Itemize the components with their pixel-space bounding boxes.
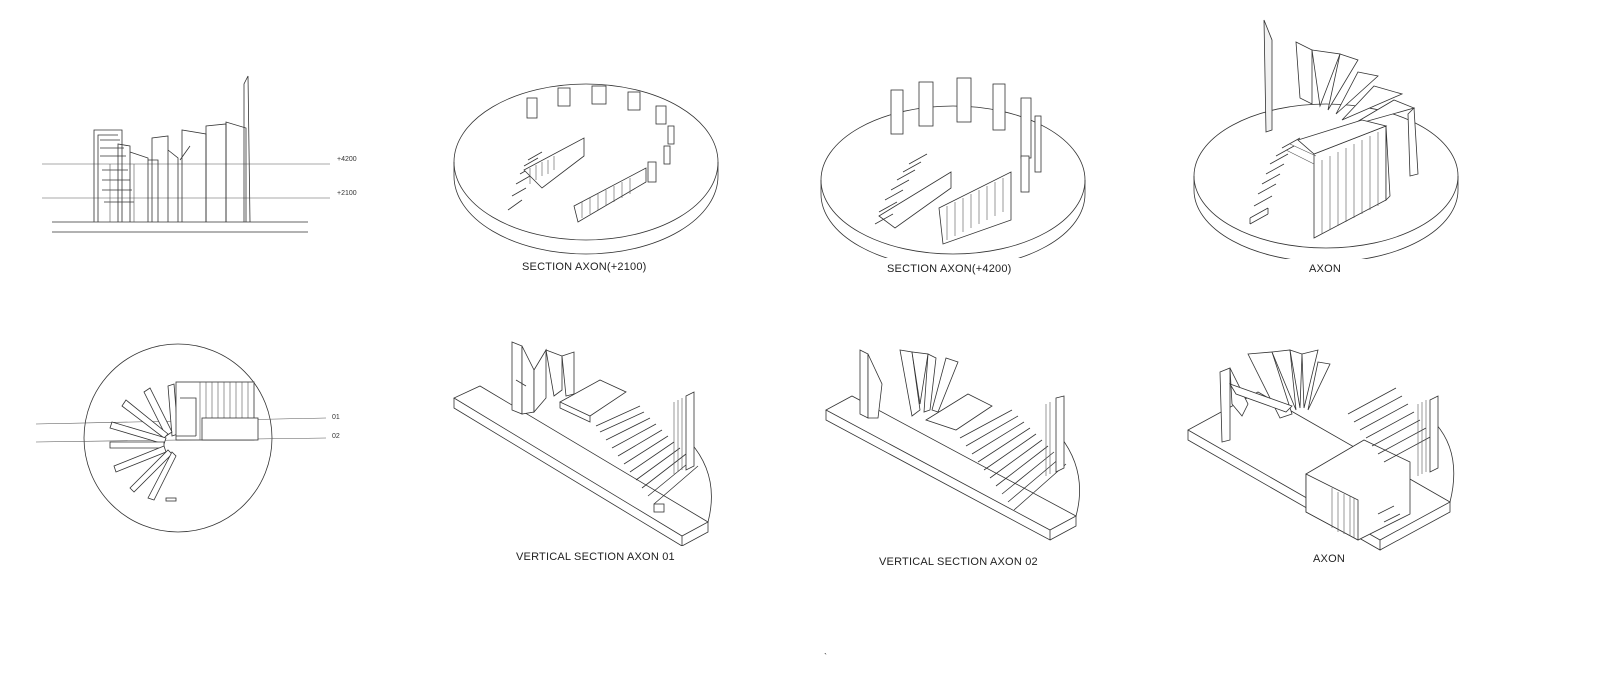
section-axon-4200-drawing (820, 77, 1086, 258)
caption-vertical-section-01: VERTICAL SECTION AXON 01 (516, 551, 675, 563)
vertical-section-axon-02-drawing (825, 349, 1080, 541)
caption-section-axon-2100: SECTION AXON(+2100) (522, 261, 647, 273)
cut-label-01: 01 (332, 414, 340, 421)
caption-axon-top: AXON (1309, 263, 1341, 275)
caption-vertical-section-02: VERTICAL SECTION AXON 02 (879, 556, 1038, 568)
level-label-2100: +2100 (337, 190, 357, 197)
axon-top-drawing (1193, 19, 1459, 259)
caption-section-axon-4200: SECTION AXON(+4200) (887, 263, 1012, 275)
axon-bottom-drawing (1187, 349, 1455, 551)
level-label-4200: +4200 (337, 156, 357, 163)
section-axon-2100-drawing (453, 83, 719, 255)
stray-mark: ` (824, 652, 827, 662)
cut-label-02: 02 (332, 433, 340, 440)
plan-drawing (35, 343, 327, 533)
caption-axon-bottom: AXON (1313, 553, 1345, 565)
elevation-drawing (42, 75, 330, 233)
vertical-section-axon-01-drawing (453, 341, 712, 546)
